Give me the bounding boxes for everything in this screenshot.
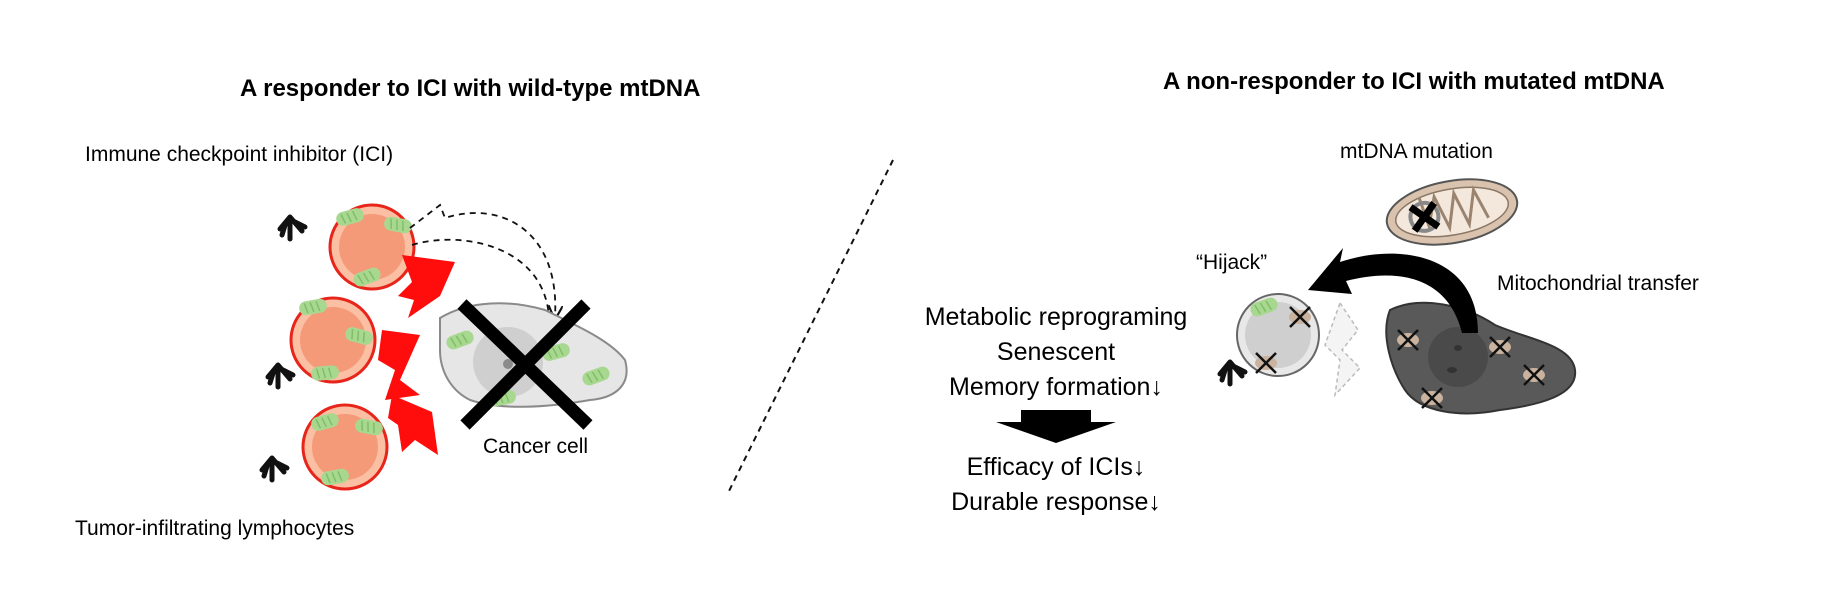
mtdna-mutation-label: mtDNA mutation bbox=[1340, 140, 1493, 163]
hijacking-t-cell bbox=[1236, 293, 1320, 377]
t-cell-middle bbox=[289, 296, 377, 384]
attack-burst-icon bbox=[388, 395, 438, 455]
mitochondrial-transfer-arrow bbox=[1308, 248, 1478, 333]
hijack-label: “Hijack” bbox=[1196, 251, 1268, 274]
attack-burst-icon bbox=[398, 255, 455, 318]
left-panel bbox=[262, 203, 628, 491]
down-arrow bbox=[996, 410, 1116, 443]
antibody-icon bbox=[268, 365, 293, 387]
t-cell-bottom bbox=[301, 403, 389, 491]
mitochondrial-transfer-label: Mitochondrial transfer bbox=[1497, 272, 1699, 295]
faded-burst-icon bbox=[1324, 301, 1362, 398]
ici-label: Immune checkpoint inhibitor (ICI) bbox=[85, 143, 394, 166]
antibody-icon bbox=[1220, 362, 1245, 384]
right-panel-title: A non-responder to ICI with mutated mtDN… bbox=[1163, 68, 1665, 95]
effect-senescent: Senescent bbox=[996, 338, 1116, 366]
attack-burst-icon bbox=[378, 330, 420, 400]
cancer-cell-cross-icon bbox=[457, 299, 593, 430]
signal-arrow bbox=[409, 203, 555, 317]
til-label: Tumor-infiltrating lymphocytes bbox=[75, 517, 355, 540]
cancer-cell-label: Cancer cell bbox=[483, 435, 589, 458]
panel-divider bbox=[726, 159, 894, 496]
outcome-efficacy: Efficacy of ICIs↓ bbox=[966, 453, 1146, 481]
mutated-mitochondrion bbox=[1385, 178, 1519, 246]
t-cell-top bbox=[328, 203, 416, 291]
outcome-durable: Durable response↓ bbox=[951, 488, 1161, 516]
donor-cell bbox=[1385, 301, 1577, 415]
left-panel-title: A responder to ICI with wild-type mtDNA bbox=[240, 75, 701, 102]
effect-metabolic: Metabolic reprograming bbox=[924, 303, 1188, 331]
antibody-icon bbox=[262, 458, 287, 480]
effect-memory: Memory formation↓ bbox=[949, 373, 1163, 401]
right-panel bbox=[996, 178, 1577, 443]
antibody-icon bbox=[280, 217, 305, 239]
